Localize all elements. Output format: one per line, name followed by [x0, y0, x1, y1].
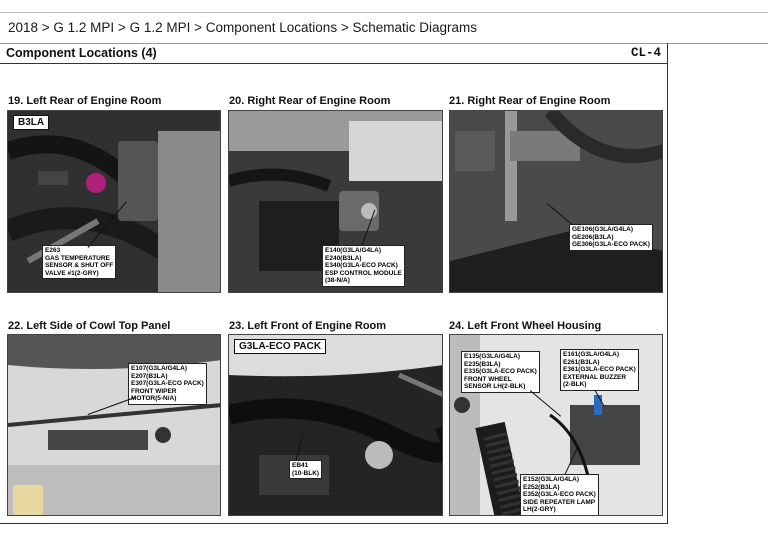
- panel-24-callout-repeater: E152(G3LA/G4LA) E252(B3LA) E352(G3LA-ECO…: [520, 474, 599, 515]
- panel-24-caption: 24. Left Front Wheel Housing: [449, 320, 602, 332]
- panel-23-caption: 23. Left Front of Engine Room: [229, 320, 387, 332]
- diagram-sheet: Component Locations (4) CL-4: [0, 43, 668, 524]
- panel-20-photo[interactable]: E140(G3LA/G4LA) E240(B3LA) E340(G3LA-ECO…: [228, 110, 443, 293]
- header-divider: [0, 43, 768, 44]
- panel-24-callout-wheel-sensor: E135(G3LA/G4LA) E235(B3LA) E335(G3LA-ECO…: [461, 351, 540, 393]
- top-divider: [0, 12, 768, 13]
- panel-23-photo[interactable]: G3LA-ECO PACK EB41 (10-BLK): [228, 334, 443, 516]
- panel-19-caption: 19. Left Rear of Engine Room: [8, 95, 162, 107]
- panel-24-photo[interactable]: E135(G3LA/G4LA) E235(B3LA) E335(G3LA-ECO…: [449, 334, 663, 516]
- panel-20-caption: 20. Right Rear of Engine Room: [229, 95, 391, 107]
- panel-19-callout: E263 GAS TEMPERATURE SENSOR & SHUT OFF V…: [42, 245, 117, 280]
- sheet-title-rule: [0, 63, 668, 64]
- panel-22-photo[interactable]: E107(G3LA/G4LA) E207(B3LA) E307(G3LA-ECO…: [7, 334, 221, 516]
- panel-21-callout: GE106(G3LA/G4LA) GE206(B3LA) GE306(G3LA-…: [569, 224, 653, 251]
- panel-19-photo[interactable]: B3LA E263 GAS TEMPERATURE SENSOR & SHUT …: [7, 110, 221, 293]
- panel-23-tag: G3LA-ECO PACK: [234, 339, 327, 354]
- panel-24-callout-buzzer: E161(G3LA/G4LA) E261(B3LA) E361(G3LA-ECO…: [560, 349, 639, 391]
- panel-23-callout: EB41 (10-BLK): [289, 460, 323, 480]
- panel-21-caption: 21. Right Rear of Engine Room: [449, 95, 611, 107]
- engine-bay-image: [450, 111, 662, 292]
- panel-20-callout: E140(G3LA/G4LA) E240(B3LA) E340(G3LA-ECO…: [322, 245, 405, 287]
- engine-bay-image: [229, 335, 442, 515]
- panel-22-caption: 22. Left Side of Cowl Top Panel: [8, 320, 171, 332]
- sheet-title: Component Locations (4): [6, 46, 157, 60]
- panel-19-tag: B3LA: [13, 115, 50, 130]
- sheet-code: CL-4: [630, 46, 661, 60]
- breadcrumb[interactable]: 2018 > G 1.2 MPI > G 1.2 MPI > Component…: [8, 20, 477, 35]
- panel-21-photo[interactable]: GE106(G3LA/G4LA) GE206(B3LA) GE306(G3LA-…: [449, 110, 663, 293]
- panel-22-callout: E107(G3LA/G4LA) E207(B3LA) E307(G3LA-ECO…: [128, 363, 207, 405]
